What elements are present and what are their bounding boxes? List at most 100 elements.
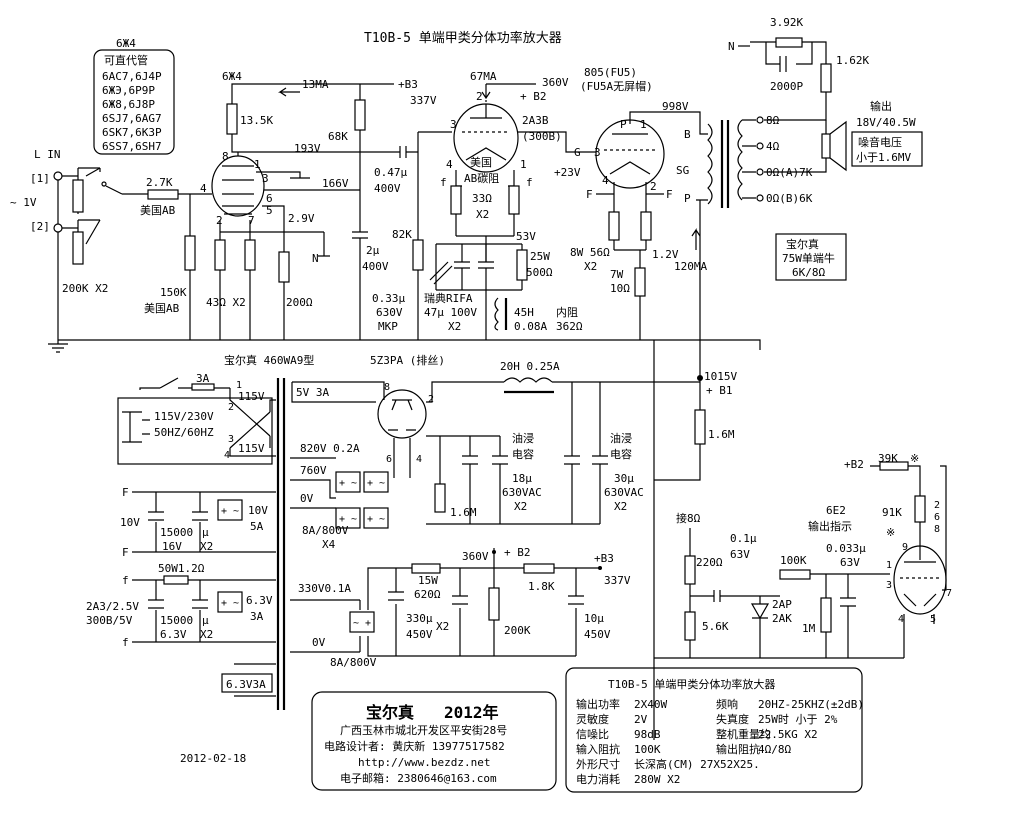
substitute-item: 6SK7,6K3P <box>102 126 162 139</box>
indicator-diode <box>750 603 770 640</box>
indicator-r91k <box>914 495 926 523</box>
hv-bleeder-value: 1.6M <box>450 506 477 519</box>
spec-cell: 280W X2 <box>634 773 680 786</box>
r200k-label: 200K <box>504 624 531 637</box>
driver-cathode-bus <box>435 243 523 291</box>
bridge-diode-block <box>217 499 243 521</box>
ot-sg: SG <box>676 164 689 177</box>
fb-cap-value: 2000P <box>770 80 803 93</box>
ot-b1-wire <box>696 199 708 378</box>
ot-tap-0a[interactable] <box>756 168 764 176</box>
w2a3-label: 2A3/2.5V <box>86 600 139 613</box>
stage1-b3-voltage: 337V <box>410 94 437 107</box>
bridge-diode-block <box>363 471 389 493</box>
ground-bus <box>58 339 761 350</box>
w10v-caps <box>148 511 208 521</box>
mains-frequency: 50HZ/60HZ <box>154 426 214 439</box>
driver-b2: + B2 <box>520 90 547 103</box>
input-tube-pin1: 1 <box>254 158 261 171</box>
input-tube-pin6: 6 <box>266 192 273 205</box>
winding-115a: 115V <box>238 390 265 403</box>
winding-115b: 115V <box>238 442 265 455</box>
w10v-cap-v: 16V <box>162 540 182 553</box>
stage1-plate-voltage: 193V <box>294 142 321 155</box>
spec-cell: 输出阻抗 <box>716 742 760 756</box>
mains-cross <box>229 388 276 457</box>
w330-0v: 0V <box>312 636 326 649</box>
power-pin1: 1 <box>640 118 647 131</box>
w820-wires <box>290 457 336 509</box>
power-tube-filament <box>609 161 651 175</box>
credit-brand: 宝尔真 <box>366 703 414 722</box>
indicator-r1m-value: 1M <box>802 622 816 635</box>
ot-primary <box>707 123 713 205</box>
indicator-pin: 7 <box>946 588 952 599</box>
input-pot-2[interactable] <box>72 231 84 265</box>
input-series-resistor <box>147 189 179 200</box>
spec-cell: 外形尺寸 <box>576 757 620 771</box>
ground-symbol <box>48 343 68 353</box>
lv-bus <box>367 548 600 657</box>
input-jack-1[interactable] <box>53 171 63 181</box>
b1-label: + B1 <box>706 384 733 397</box>
driver-tube-label: 2A3B <box>522 114 549 127</box>
stage1-n-label: N <box>312 252 319 265</box>
indicator-pin: 4 <box>898 614 904 625</box>
w63-3a-box <box>221 673 273 693</box>
c10-value: 10μ <box>584 612 604 625</box>
driver-brand: 美国 <box>470 156 492 169</box>
input-jack-2[interactable] <box>53 223 63 233</box>
choke-label: 20H 0.25A <box>500 360 560 373</box>
coupling-033-type: MKP <box>378 320 398 333</box>
c330-value: 330μ <box>406 612 433 625</box>
power-pin4: 4 <box>602 174 609 187</box>
input-tube-pin3: 3 <box>262 172 269 185</box>
driver-cathode-resistor-w: 25W <box>530 250 550 263</box>
rifa-caps <box>454 244 494 290</box>
driver-grid-resistor <box>412 239 424 271</box>
ot-tap-8[interactable] <box>756 116 764 124</box>
mains-plug-icon <box>122 411 150 443</box>
driver-choke-r-value: 362Ω <box>556 320 583 333</box>
b1-bus <box>552 340 701 740</box>
driver-cathode-resistor <box>516 249 528 281</box>
indicator-c01-v: 63V <box>730 548 750 561</box>
power-grid-label: G <box>574 146 581 159</box>
indicator-r91k-value: 91K <box>882 506 902 519</box>
rect-pin4: 4 <box>416 454 422 465</box>
c30-value: 30μ <box>614 472 634 485</box>
spec-cell: 22.5KG X2 <box>758 728 818 741</box>
xfmr-ratio: 6K/8Ω <box>792 266 825 279</box>
w63-current: 3A <box>250 610 264 623</box>
lv-caps <box>388 591 584 605</box>
schematic-date: 2012-02-18 <box>180 752 246 765</box>
input-series-brand: 美国AB <box>140 204 176 217</box>
filter-capacitor <box>592 455 608 472</box>
hv-filter-caps <box>462 455 608 472</box>
w5v-box <box>291 381 385 403</box>
schematic-title: T10B-5 单端甲类分体功率放大器 <box>364 30 562 46</box>
diodes2-label: 8A/800V <box>330 656 377 669</box>
power-r56-b <box>640 211 652 241</box>
power-grid-voltage: +23V <box>554 166 581 179</box>
oil-cap-1b: 电容 <box>512 447 534 461</box>
driver-grid-resistor-value: 82K <box>392 228 412 241</box>
substitute-item: 6SS7,6SH7 <box>102 140 162 153</box>
driver-r33-a <box>450 185 462 215</box>
ot-tap-4[interactable] <box>756 142 764 150</box>
substitute-item: 6Ж8,6J8P <box>102 98 155 111</box>
input-pot-1[interactable] <box>72 179 84 213</box>
spec-cell: 2X40W <box>634 698 667 711</box>
coupling-033-voltage: 630V <box>376 306 403 319</box>
bridge-diode-symbol: + ~ <box>367 478 385 489</box>
indicator-r56k-value: 5.6K <box>702 620 729 633</box>
ot-tap-0b[interactable] <box>756 194 764 202</box>
driver-plate-to-power <box>518 131 596 153</box>
power-tube-title: 805(FU5) <box>584 66 637 79</box>
lv-b3-node <box>598 566 602 570</box>
power-grid-pin: 3 <box>594 146 601 159</box>
power-pin2: 2 <box>650 180 657 193</box>
b1-bleeder-wire <box>654 444 701 481</box>
r620 <box>411 563 441 574</box>
